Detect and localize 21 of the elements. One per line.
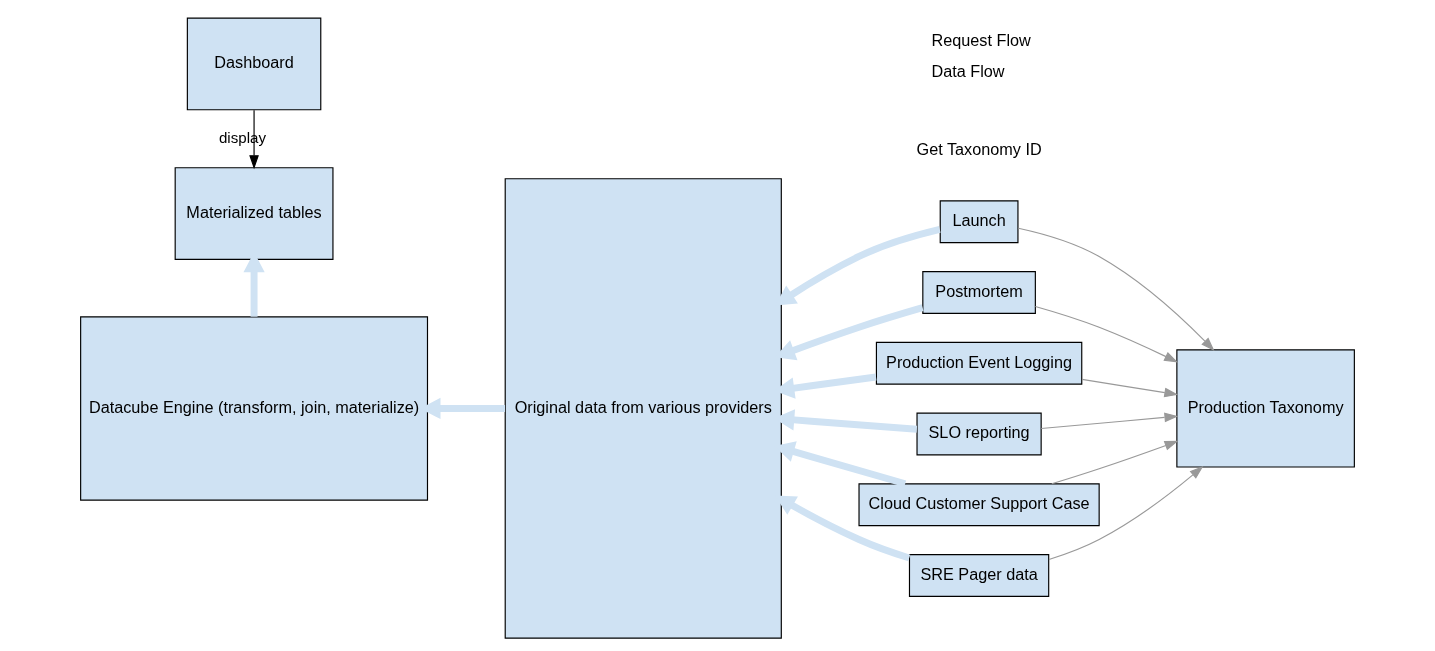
arrow: [1081, 378, 1179, 398]
node-box: Postmortem: [922, 271, 1036, 314]
legend-label: Request Flow: [931, 30, 1031, 49]
node-box: Launch: [939, 200, 1019, 244]
arrow: [1048, 466, 1204, 561]
arrow: [1040, 412, 1179, 430]
node-box: Datacube Engine (transform, join, materialize): [80, 316, 429, 501]
node-box: Production Event Logging: [875, 341, 1083, 385]
node-box: Dashboard: [186, 17, 322, 111]
legend-label: Data Flow: [931, 61, 1005, 80]
node-box: Original data from various providers: [504, 178, 782, 639]
node-box: Production Taxonomy: [1176, 349, 1355, 468]
arrow: [1034, 305, 1179, 363]
arrow: [1017, 227, 1215, 351]
label: Get Taxonomy ID: [916, 140, 1042, 159]
node-box: SRE Pager data: [908, 554, 1050, 597]
node-box: SLO reporting: [916, 412, 1042, 456]
arrow: [249, 109, 259, 170]
node-box: Cloud Customer Support Case: [858, 483, 1100, 527]
node-box: Materialized tables: [174, 167, 334, 260]
arrow: [1051, 440, 1179, 485]
